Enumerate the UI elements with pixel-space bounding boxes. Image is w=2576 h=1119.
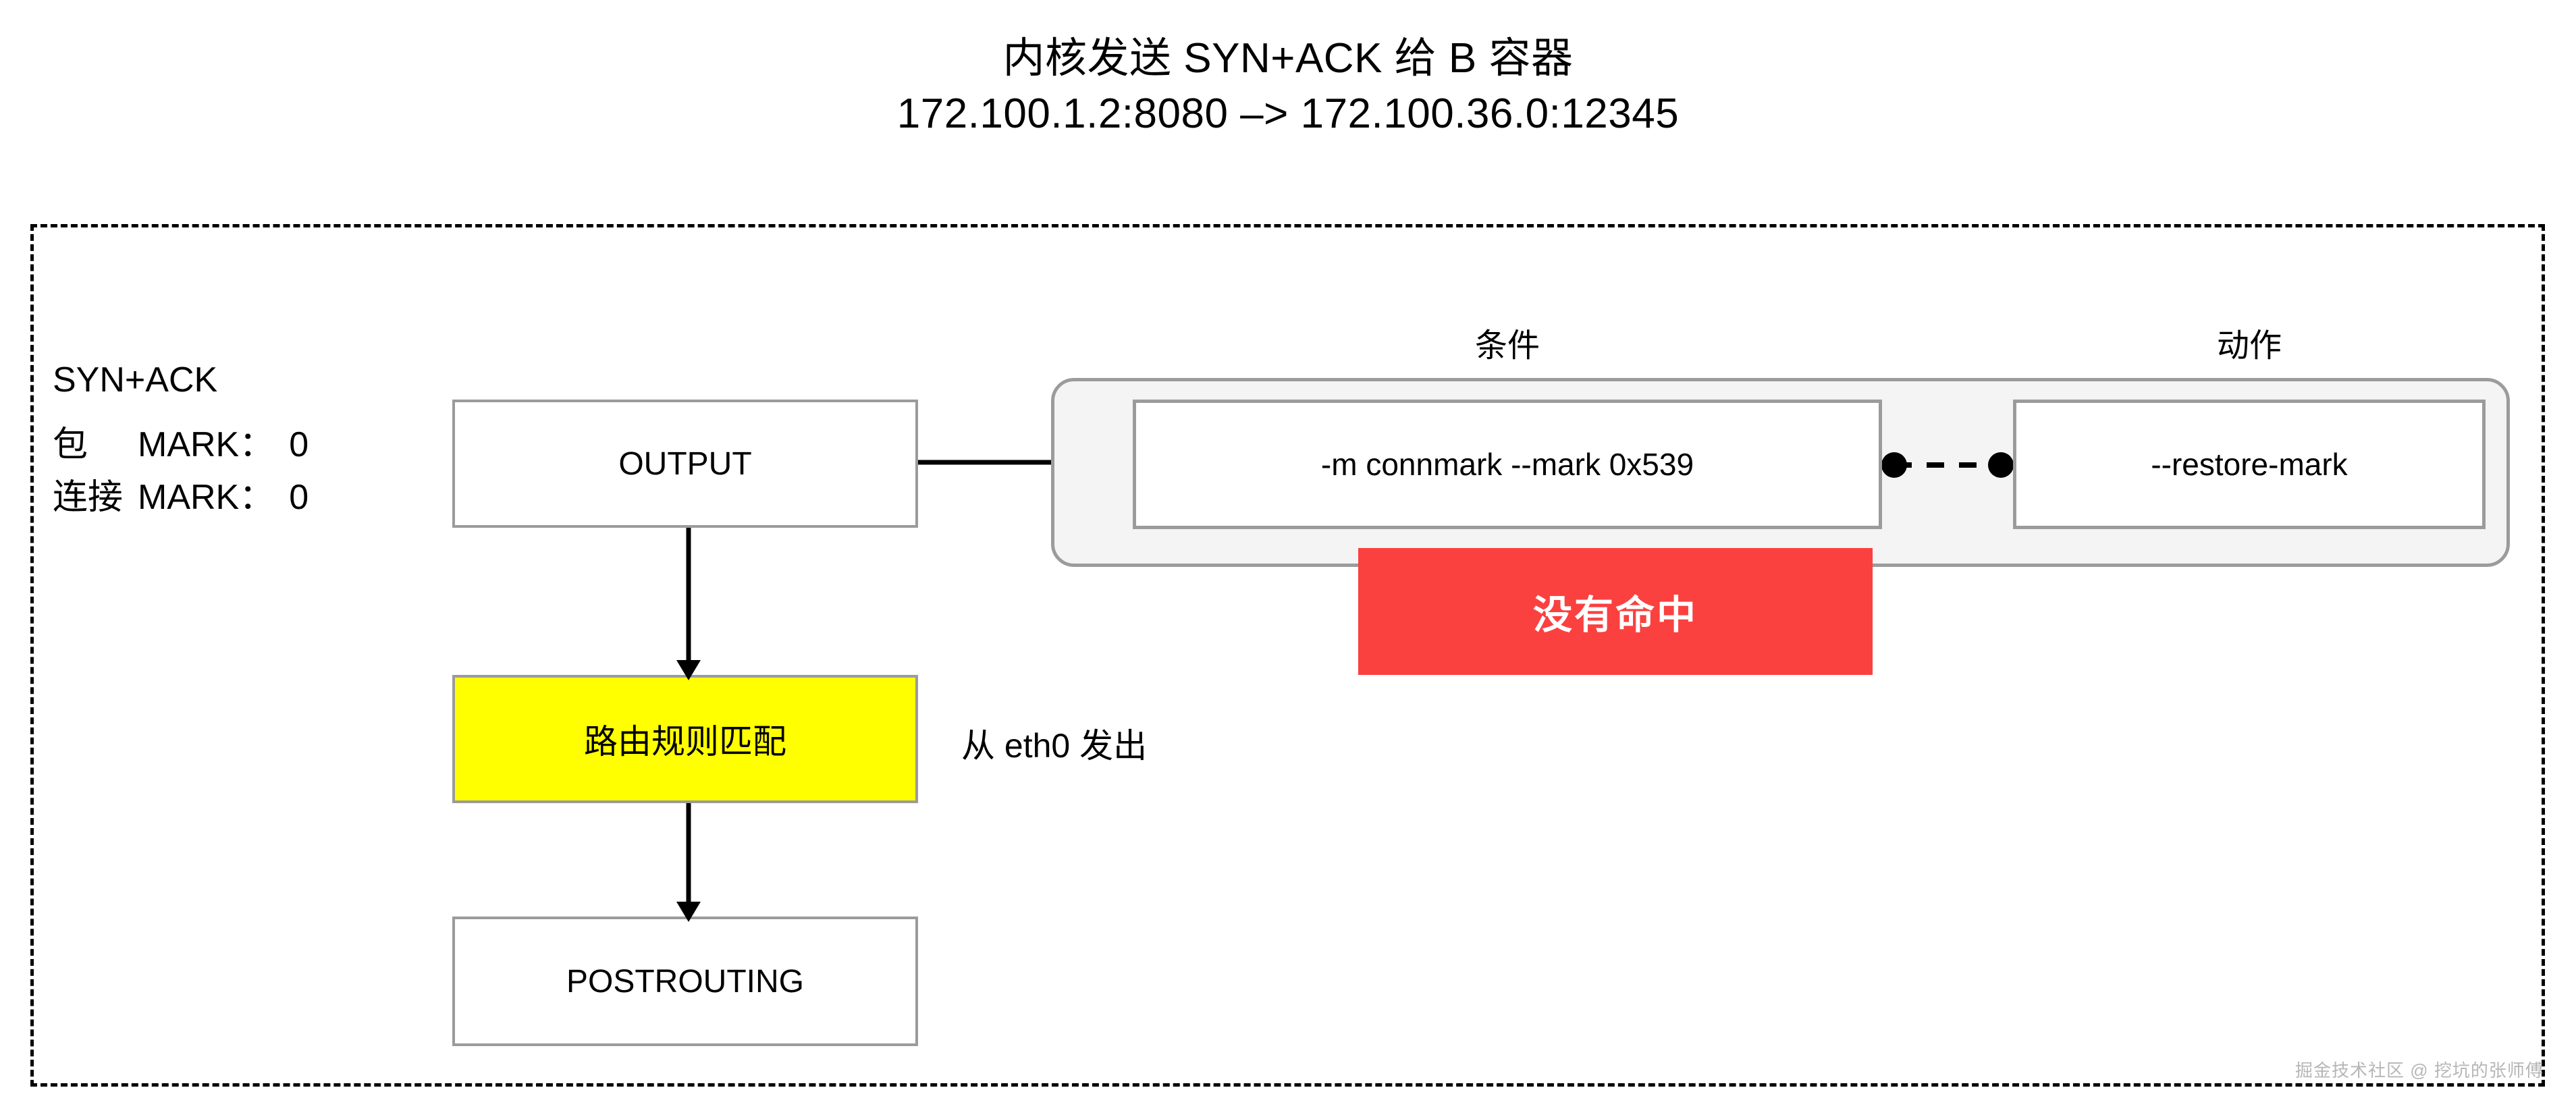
watermark: 掘金技术社区 @ 挖坑的张师傅 — [2295, 1060, 2544, 1081]
node-routing-rule-match[interactable]: 路由规则匹配 — [452, 675, 918, 803]
protocol-label-row: SYN+ACK — [53, 362, 471, 398]
action-column-header: 动作 — [2216, 328, 2282, 364]
arrow-output-to-routing — [676, 528, 701, 680]
miss-banner: 没有命中 — [1358, 548, 1873, 675]
eth0-egress-note: 从 eth0 发出 — [961, 727, 1148, 765]
condition-action-connector — [1882, 452, 2013, 478]
arrow-routing-to-postrouting — [676, 803, 701, 922]
node-output[interactable]: OUTPUT — [452, 400, 918, 528]
host-boundary — [30, 224, 2545, 1087]
conn-mark-label: MARK： — [138, 478, 275, 517]
packet-mark-row: 包 MARK： 0 — [53, 427, 471, 462]
condition-column-header: 条件 — [1474, 328, 1540, 364]
protocol-label: SYN+ACK — [53, 360, 218, 400]
packet-mark-label: MARK： — [138, 425, 275, 464]
conn-mark-value: 0 — [289, 478, 309, 517]
rule-condition-box[interactable]: -m connmark --mark 0x539 — [1133, 400, 1882, 529]
packet-key-label: 包 — [53, 425, 88, 464]
conn-key-label: 连接 — [53, 478, 124, 517]
conn-mark-row: 连接 MARK： 0 — [53, 480, 471, 515]
rule-action-box[interactable]: --restore-mark — [2013, 400, 2486, 529]
packet-mark-value: 0 — [289, 425, 309, 464]
packet-status-block: SYN+ACK 包 MARK： 0 连接 MARK： 0 — [53, 362, 471, 515]
title-line-1: 内核发送 SYN+ACK 给 B 容器 — [1002, 35, 1574, 82]
title-line-2: 172.100.1.2:8080 –> 172.100.36.0:12345 — [896, 90, 1680, 137]
diagram-title: 内核发送 SYN+ACK 给 B 容器 172.100.1.2:8080 –> … — [0, 31, 2576, 142]
node-postrouting[interactable]: POSTROUTING — [452, 917, 918, 1046]
